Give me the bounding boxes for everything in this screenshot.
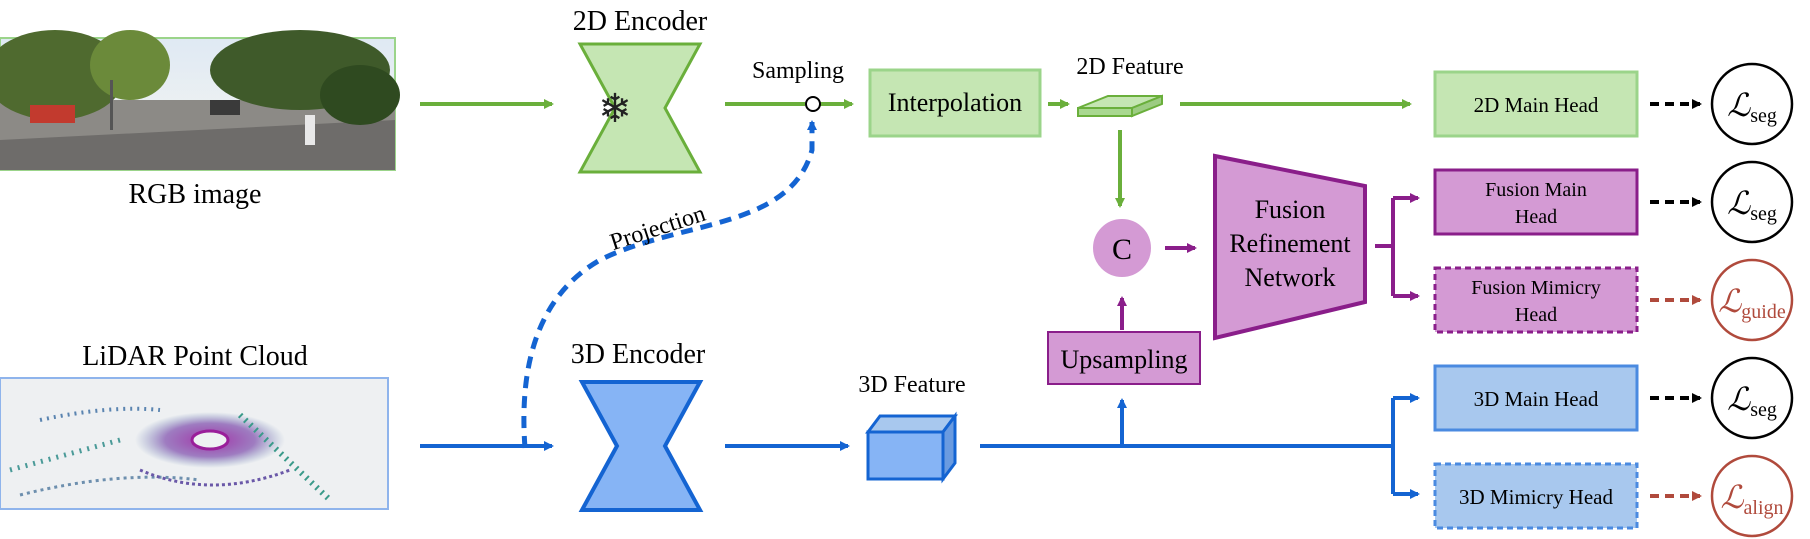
feature-2d-plane-icon [1077,94,1163,118]
head-fusion-mimicry-label-line1: Fusion Mimicry [1471,277,1600,299]
head-2d-main-box [1433,70,1639,138]
svg-text:ℒseg: ℒseg [1727,185,1777,225]
loss-seg-fusion: ℒseg [1710,160,1794,244]
loss-align: ℒalign [1710,454,1794,538]
interpolation-label: Interpolation [888,88,1022,117]
encoder-3d-label: 3D Encoder [571,339,706,370]
loss-seg-2d: ℒseg [1710,62,1794,146]
head-3d-main-label: 3D Main Head [1474,387,1599,411]
feature-3d-cube-icon [865,411,958,484]
projection-dashed-arrow [521,120,817,449]
svg-text:ℒguide: ℒguide [1718,283,1786,323]
encoder-2d-shape [577,42,703,174]
frozen-snowflake-icon: ❄ [598,86,632,131]
loss-seg-3d: ℒseg [1710,356,1794,440]
interpolation-box [868,68,1042,138]
fusion-network-label-line1: Fusion [1255,195,1326,224]
sampling-label: Sampling [752,58,844,84]
feature-3d-label: 3D Feature [858,372,965,398]
head-fusion-main-label-line1: Fusion Main [1485,179,1587,201]
head-3d-mimicry-label: 3D Mimicry Head [1459,485,1613,509]
encoder-3d-shape [578,380,704,512]
head-fusion-mimicry-box [1433,266,1639,334]
sampling-point-icon [805,96,821,112]
concat-circle [1093,219,1151,277]
upsampling-box [1047,331,1201,385]
fusion-refinement-network-shape [1213,153,1367,341]
head-2d-main-label: 2D Main Head [1474,93,1599,117]
head-fusion-main-label-line2: Head [1515,206,1557,228]
lidar-point-cloud-thumbnail [0,377,389,510]
projection-label: Projection [607,201,709,256]
feature-2d-label: 2D Feature [1076,54,1183,80]
upsampling-label: Upsampling [1060,345,1187,374]
svg-text:ℒseg: ℒseg [1727,87,1777,127]
fusion-network-label-line3: Network [1245,263,1336,292]
svg-text:ℒseg: ℒseg [1727,381,1777,421]
encoder-2d-label: 2D Encoder [573,6,708,37]
head-fusion-mimicry-label-line2: Head [1515,304,1557,326]
head-fusion-main-box [1433,168,1639,236]
rgb-image-label: RGB image [129,179,262,210]
loss-guide: ℒguide [1710,258,1794,342]
head-3d-main-box [1433,364,1639,432]
svg-text:ℒalign: ℒalign [1720,479,1783,519]
concat-label: C [1112,233,1132,266]
rgb-image-thumbnail [0,30,400,171]
head-3d-mimicry-box [1433,462,1639,530]
lidar-label: LiDAR Point Cloud [82,341,308,372]
fusion-network-label-line2: Refinement [1229,229,1351,258]
